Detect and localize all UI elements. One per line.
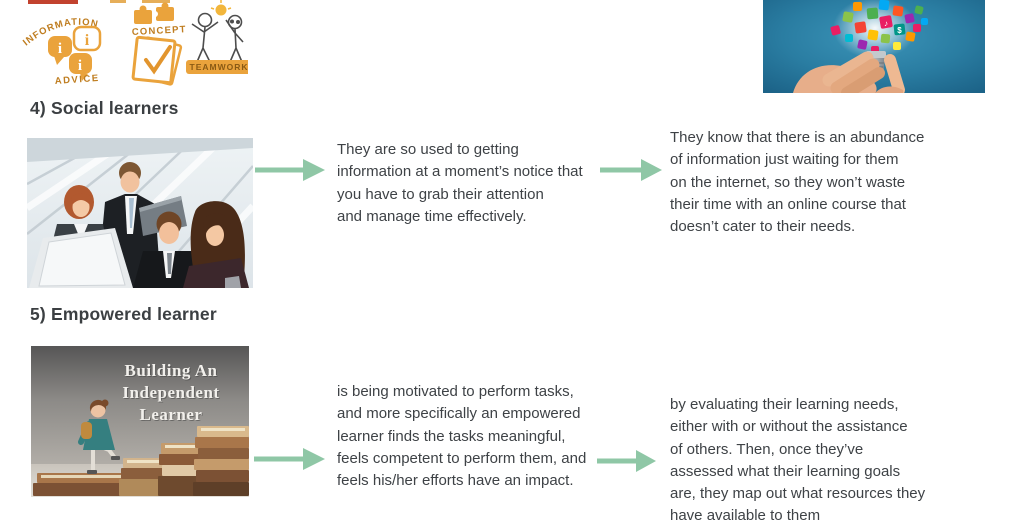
dollar-icon: $	[897, 26, 902, 35]
idea-bulb-icon	[215, 4, 227, 16]
climbing-girl	[78, 399, 120, 474]
social-learners-right-text: They know that there is an abundance of …	[670, 129, 925, 236]
svg-text:Learner: Learner	[140, 405, 203, 424]
arrow-photo-to-text-2	[254, 448, 325, 470]
puzzle-pieces-icon	[134, 2, 174, 24]
idea-lightbulb-image: $ ♪	[763, 0, 985, 93]
concept-label: CONCEPT	[132, 24, 187, 38]
svg-text:i: i	[85, 32, 90, 49]
social-learners-left-text: They are so used to getting information …	[337, 141, 583, 225]
svg-text:i: i	[78, 58, 82, 74]
arrow-text-to-text-2	[597, 450, 656, 472]
svg-text:Building An: Building An	[126, 362, 219, 381]
section-heading-empowered-learner: 5) Empowered learner	[30, 304, 217, 324]
svg-text:Learner: Learner	[141, 406, 204, 425]
svg-text:Building An: Building An	[125, 361, 218, 380]
team-photo-drawing	[27, 138, 253, 288]
book-stairs-drawing: Building An Building An Independent Inde…	[31, 346, 249, 497]
advice-label: ADVICE	[54, 73, 100, 87]
concept-teamwork-sketch-image: INFORMATION i i i ADVICE CONCEPT	[22, 0, 248, 90]
cropped-red-fragment	[28, 0, 78, 4]
checkbox-card-icon	[131, 35, 183, 86]
book-stairs-photo: Building An Building An Independent Inde…	[31, 346, 249, 497]
arrow-text-to-text-1	[600, 159, 662, 181]
right-woman	[183, 201, 249, 288]
teamwork-banner: TEAMWORK	[186, 60, 248, 74]
concept-sketch-drawing: INFORMATION i i i ADVICE CONCEPT	[22, 0, 248, 90]
svg-text:TEAMWORK: TEAMWORK	[190, 62, 249, 72]
book-staircase	[33, 426, 249, 496]
svg-text:i: i	[58, 41, 62, 57]
teamwork-stick-figures-icon	[191, 12, 244, 63]
glass	[225, 276, 241, 288]
empowered-learner-left-text: is being motivated to perform tasks, and…	[337, 383, 587, 490]
app-icon-burst: $ ♪	[830, 0, 928, 54]
hand	[793, 51, 905, 93]
music-note-icon: ♪	[884, 19, 888, 28]
svg-text:Independent: Independent	[123, 384, 220, 403]
book-stairs-title: Building An Building An Independent Inde…	[122, 361, 220, 425]
info-speech-bubbles-icon: i i i	[48, 25, 102, 81]
svg-text:Independent: Independent	[122, 383, 219, 402]
front-laptop	[29, 228, 133, 288]
section-heading-social-learners: 4) Social learners	[30, 98, 179, 118]
social-learners-photo	[27, 138, 253, 288]
lightbulb-photo-drawing: $ ♪	[763, 0, 985, 93]
empowered-learner-right-text: by evaluating their learning needs, eith…	[670, 396, 926, 525]
arrow-photo-to-text-1	[255, 159, 325, 181]
